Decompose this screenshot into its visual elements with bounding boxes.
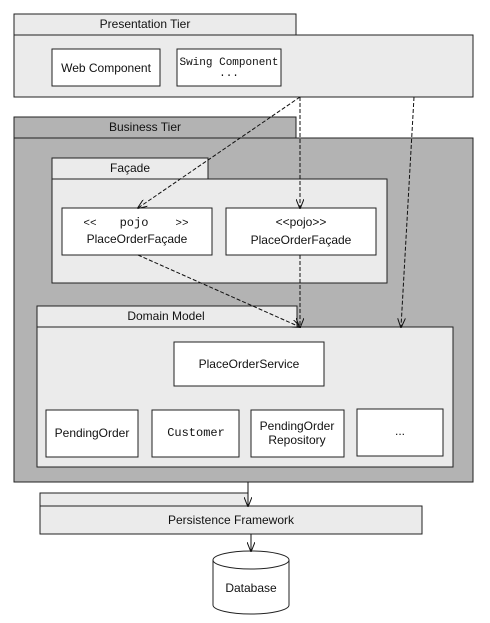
pending-order-repository-line1: PendingOrder xyxy=(260,419,335,433)
pending-order-box xyxy=(45,409,139,458)
web-component-box xyxy=(51,48,161,87)
web-component-label: Web Component xyxy=(61,61,151,75)
presentation-tier: Presentation Tier Web Component Swing Co… xyxy=(13,13,474,98)
presentation-tier-title: Presentation Tier xyxy=(100,17,191,31)
swing-component-ellipsis: ... xyxy=(219,68,239,80)
pojo-facade-2-name: PlaceOrderFaçade xyxy=(251,233,352,247)
facade-title: Façade xyxy=(110,161,150,175)
pojo-facade-1-stereo-word: pojo xyxy=(120,216,149,230)
pojo-facade-2-box xyxy=(225,207,377,256)
domain-model-package: Domain Model PlaceOrderService PendingOr… xyxy=(36,305,454,468)
customer-box xyxy=(151,409,240,458)
persistence-tab xyxy=(39,492,249,507)
domain-model-title: Domain Model xyxy=(127,309,204,323)
persistence-framework: Persistence Framework xyxy=(39,492,423,535)
business-tier: Business Tier Façade << pojo >> PlaceOrd… xyxy=(13,116,474,483)
place-order-service-box xyxy=(173,341,325,387)
persistence-title: Persistence Framework xyxy=(168,513,295,527)
pojo-facade-1-name: PlaceOrderFaçade xyxy=(87,232,188,246)
persistence-body xyxy=(39,505,423,535)
more-classes-label: ... xyxy=(395,424,405,438)
arrow-facade1-to-domain xyxy=(137,254,300,327)
more-classes-box xyxy=(356,408,444,457)
database-top xyxy=(212,550,290,570)
pojo-facade-1-stereo-open: << xyxy=(83,218,96,230)
arrow-swing-to-domain xyxy=(401,96,415,327)
swing-component-box xyxy=(176,48,282,87)
customer-label: Customer xyxy=(167,426,225,440)
database-body xyxy=(212,560,290,615)
business-tier-title: Business Tier xyxy=(109,120,181,134)
place-order-service-label: PlaceOrderService xyxy=(199,357,300,371)
dependency-arrows xyxy=(137,96,415,551)
pojo-facade-1-stereo-close: >> xyxy=(175,218,188,230)
arrow-swing-to-facade1 xyxy=(138,96,301,208)
pending-order-repository-box xyxy=(250,409,345,458)
pojo-facade-2-stereotype: <<pojo>> xyxy=(276,215,327,229)
pending-order-repository-line2: Repository xyxy=(268,433,325,447)
database-cylinder: Database xyxy=(212,550,290,615)
pending-order-label: PendingOrder xyxy=(55,426,130,440)
swing-component-label: Swing Component xyxy=(179,57,278,69)
facade-package: Façade << pojo >> PlaceOrderFaçade <<poj… xyxy=(51,157,388,284)
database-label: Database xyxy=(225,581,277,595)
